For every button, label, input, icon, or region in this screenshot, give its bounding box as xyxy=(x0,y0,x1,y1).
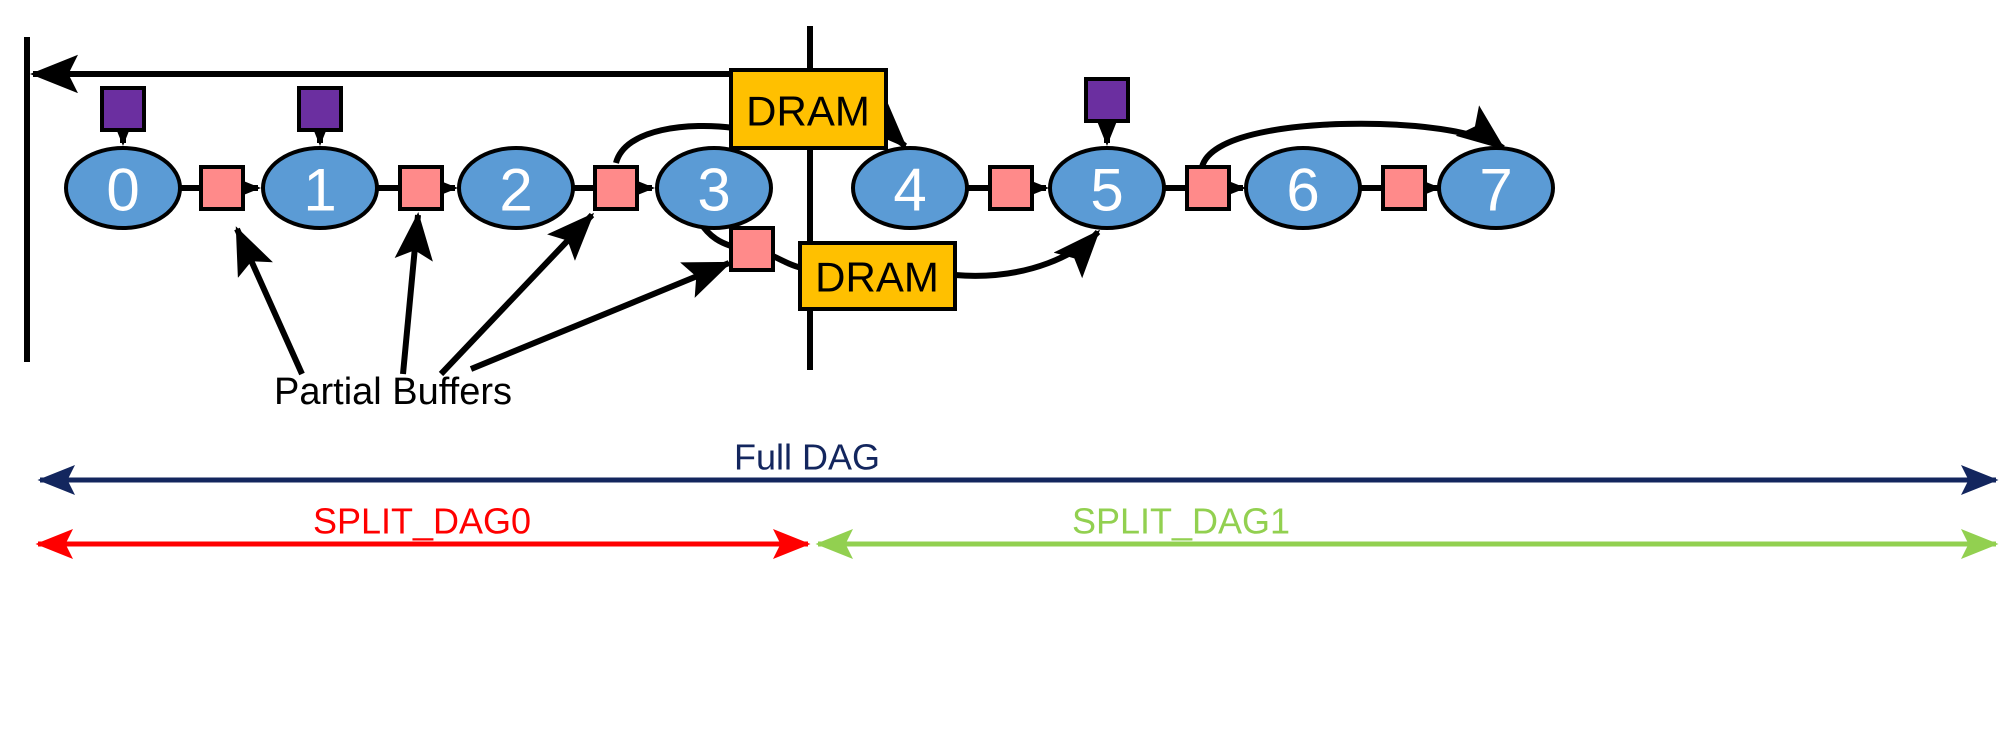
node-7-shape xyxy=(1437,146,1555,230)
node-4-label: 4 xyxy=(893,157,926,224)
node-5-label: 5 xyxy=(1090,157,1123,224)
node-7[interactable]: 7 xyxy=(1437,146,1555,230)
node-3[interactable]: 3 xyxy=(655,146,773,230)
split-dag1-label: SPLIT_DAG1 xyxy=(1072,501,1290,542)
node-1-shape xyxy=(261,146,379,230)
buffer-0-1[interactable] xyxy=(199,165,245,211)
buffer-1-2[interactable] xyxy=(398,165,444,211)
edge-buffer23-to-dram-top xyxy=(613,122,735,165)
node-5[interactable]: 5 xyxy=(1048,146,1166,230)
input-block-node-5[interactable] xyxy=(1084,77,1130,123)
input-block-node-1[interactable] xyxy=(297,86,343,132)
partial-buffers-caption: Partial Buffers xyxy=(274,371,512,413)
node-3-shape xyxy=(655,146,773,230)
dram-bottom-shape xyxy=(798,241,957,311)
node-4-shape xyxy=(851,146,969,230)
node-6-shape xyxy=(1244,146,1362,230)
dram-bottom[interactable]: DRAM xyxy=(798,241,957,311)
node-6-label: 6 xyxy=(1286,157,1319,224)
buffer-3-dram[interactable] xyxy=(729,226,775,272)
buffer-6-7[interactable] xyxy=(1381,165,1427,211)
node-0-label: 0 xyxy=(106,157,139,224)
split-dag0-label: SPLIT_DAG0 xyxy=(313,501,531,542)
leader-line-buffer-1-2 xyxy=(394,212,433,375)
full-dag-label: Full DAG xyxy=(734,437,880,478)
leader-line-buffer-3-dram xyxy=(469,260,732,372)
dram-top-shape xyxy=(729,68,888,150)
node-4[interactable]: 4 xyxy=(851,146,969,230)
node-2-label: 2 xyxy=(499,157,532,224)
node-0-shape xyxy=(64,146,182,230)
edge-dram-bottom-to-node5 xyxy=(954,229,1101,279)
node-2[interactable]: 2 xyxy=(457,146,575,230)
leader-line-buffer-2-3 xyxy=(438,212,595,377)
node-7-label: 7 xyxy=(1479,157,1512,224)
edge-buffer-dram-to-dram-bottom xyxy=(771,253,803,271)
dram-bottom-label: DRAM xyxy=(815,254,939,301)
node-0[interactable]: 0 xyxy=(64,146,182,230)
node-1[interactable]: 1 xyxy=(261,146,379,230)
dram-top-label: DRAM xyxy=(746,88,870,135)
edge-buffer56-to-node7 xyxy=(1199,105,1506,169)
dram-top[interactable]: DRAM xyxy=(729,68,888,150)
buffer-5-6[interactable] xyxy=(1185,165,1231,211)
leader-line-buffer-0-1 xyxy=(234,226,305,376)
buffer-2-3[interactable] xyxy=(593,165,639,211)
node-5-shape xyxy=(1048,146,1166,230)
edge-dram-top-to-node4 xyxy=(859,100,908,149)
node-1-label: 1 xyxy=(303,157,336,224)
node-6[interactable]: 6 xyxy=(1244,146,1362,230)
node-2-shape xyxy=(457,146,575,230)
input-block-node-0[interactable] xyxy=(100,86,146,132)
buffer-4-5[interactable] xyxy=(988,165,1034,211)
node-3-label: 3 xyxy=(697,157,730,224)
